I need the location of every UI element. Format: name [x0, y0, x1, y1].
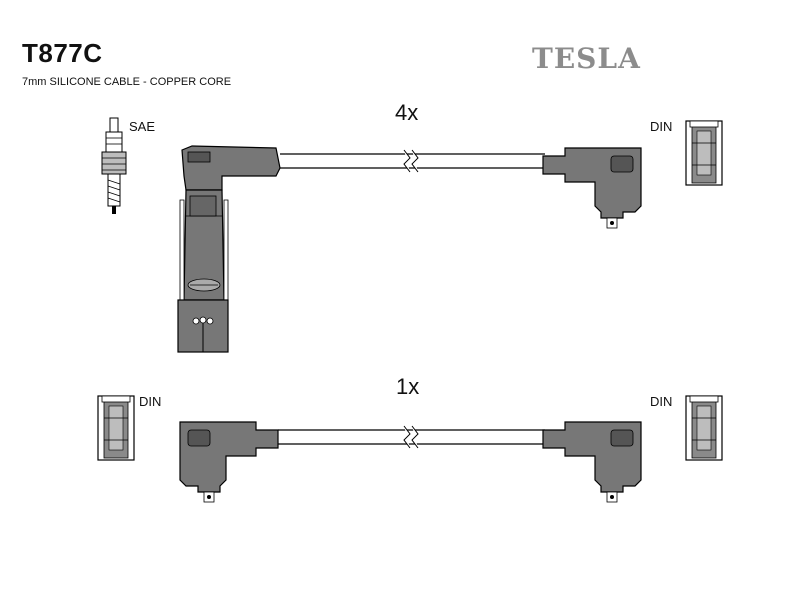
set-1-din-socket-icon	[685, 120, 723, 186]
set-1-left-end-label: SAE	[129, 119, 156, 134]
set-2-right-end-label: DIN	[650, 394, 673, 409]
set-1-right-end-label: DIN	[650, 119, 673, 134]
set-1-spark-plug-boot	[177, 145, 281, 353]
spark-plug-icon	[101, 117, 127, 214]
part-number: T877C	[22, 38, 103, 68]
set-2-quantity: 1x	[396, 374, 420, 399]
set-2-cable	[278, 425, 545, 449]
set-1-cable	[280, 149, 545, 173]
set-2-right-boot	[542, 421, 642, 503]
set-2-right-din-socket-icon	[685, 395, 723, 461]
set-2-left-boot	[179, 421, 279, 503]
brand-logo: TESLA	[532, 42, 641, 75]
set-1-quantity: 4x	[395, 100, 419, 125]
cable-description: 7mm SILICONE CABLE - COPPER CORE	[22, 76, 232, 88]
set-1-right-boot	[542, 147, 642, 229]
set-2-left-din-socket-icon	[97, 395, 135, 461]
set-2-left-end-label: DIN	[139, 394, 162, 409]
